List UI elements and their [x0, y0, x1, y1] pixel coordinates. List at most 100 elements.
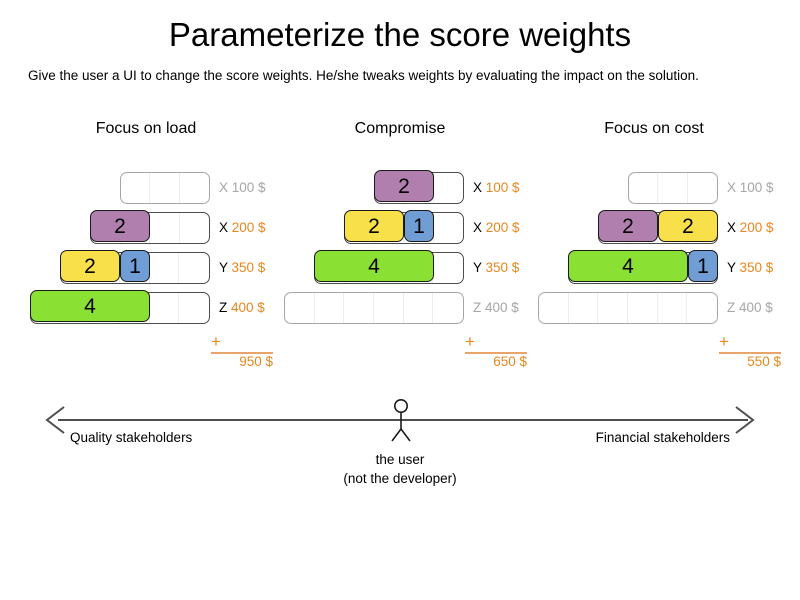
weight-slider-cell[interactable]: [658, 173, 688, 203]
row-price: 100 $: [485, 180, 520, 195]
weight-row: Z 400 $: [536, 288, 773, 328]
row-key: Z: [219, 300, 228, 315]
weight-slider-cell[interactable]: [569, 293, 599, 323]
row-key: X: [473, 220, 483, 235]
weight-segment[interactable]: 2: [60, 250, 120, 282]
row-cost-label: X 200 $: [473, 220, 520, 235]
row-key: X: [473, 180, 483, 195]
weight-segment[interactable]: 2: [344, 210, 404, 242]
weight-slider-cell[interactable]: [404, 293, 434, 323]
weight-row: X 100 $: [28, 168, 266, 208]
row-cost-label: Z 400 $: [473, 300, 519, 315]
weight-slider-track[interactable]: [628, 172, 718, 204]
weight-segment[interactable]: 1: [404, 210, 434, 242]
row-key: X: [219, 220, 229, 235]
weight-segment[interactable]: 2: [658, 210, 718, 242]
weight-slider-cell[interactable]: [433, 293, 463, 323]
weight-slider-cell[interactable]: [150, 293, 180, 323]
weight-slider-cell[interactable]: [121, 173, 151, 203]
user-figure-caption: the user (not the developer): [0, 450, 800, 488]
user-stick-figure-icon: [383, 398, 419, 444]
weight-segment[interactable]: 1: [688, 250, 718, 282]
axis-label-quality: Quality stakeholders: [70, 430, 193, 445]
weight-slider-cell[interactable]: [150, 213, 180, 243]
weight-slider-cell[interactable]: [285, 293, 315, 323]
row-price: 400 $: [485, 300, 519, 315]
row-price: 200 $: [485, 220, 520, 235]
weight-segment[interactable]: 4: [30, 290, 150, 322]
weight-row: Z 400 $: [282, 288, 519, 328]
total-cost-block: +550 $: [719, 332, 781, 369]
weight-slider-cell[interactable]: [374, 293, 404, 323]
user-caption-line-2: (not the developer): [343, 471, 457, 486]
weight-segment[interactable]: 4: [568, 250, 688, 282]
weight-slider-cell[interactable]: [539, 293, 569, 323]
axis-label-financial: Financial stakeholders: [595, 430, 730, 445]
row-key: X: [727, 220, 737, 235]
weight-slider-track[interactable]: [538, 292, 718, 324]
scenario-title: Focus on load: [95, 120, 197, 137]
row-cost-label: Z 400 $: [727, 300, 773, 315]
row-key: Y: [727, 260, 736, 275]
weight-segment[interactable]: 1: [120, 250, 150, 282]
row-price: 350 $: [739, 260, 774, 275]
weight-slider-cell[interactable]: [433, 253, 463, 283]
row-cost-label: Y 350 $: [727, 260, 773, 275]
page-subtitle: Give the user a UI to change the score w…: [28, 68, 699, 83]
row-cost-label: Z 400 $: [219, 300, 265, 315]
row-cost-label: X 200 $: [727, 220, 774, 235]
weight-slider-cell[interactable]: [150, 173, 180, 203]
weight-slider-cell[interactable]: [344, 293, 375, 323]
weight-segment[interactable]: 4: [314, 250, 434, 282]
weight-slider-cell[interactable]: [180, 213, 209, 243]
sum-plus-sign: +: [719, 332, 729, 351]
weight-row: 4 Z 400 $: [28, 288, 265, 328]
weight-slider-cell[interactable]: [598, 293, 629, 323]
total-cost-value: 950 $: [239, 354, 273, 369]
row-key: Y: [473, 260, 482, 275]
row-key: Z: [727, 300, 736, 315]
weight-slider-cell[interactable]: [179, 293, 209, 323]
weight-slider-cell[interactable]: [688, 173, 717, 203]
weight-slider-cell[interactable]: [150, 253, 180, 283]
weight-slider-cell[interactable]: [434, 173, 463, 203]
weight-slider-cell[interactable]: [434, 213, 463, 243]
weight-slider-cell[interactable]: [628, 293, 658, 323]
row-cost-label: X 200 $: [219, 220, 266, 235]
sum-rule: [465, 352, 527, 354]
row-key: Z: [473, 300, 482, 315]
total-cost-value: 550 $: [747, 354, 781, 369]
total-cost-value: 650 $: [493, 354, 527, 369]
row-price: 100 $: [231, 180, 266, 195]
row-price: 100 $: [739, 180, 774, 195]
weight-row: 2 X 200 $: [28, 208, 266, 248]
weight-segment[interactable]: 2: [90, 210, 150, 242]
weight-slider-cell[interactable]: [315, 293, 345, 323]
weight-row: 2 X 100 $: [282, 168, 520, 208]
weight-segment[interactable]: 2: [374, 170, 434, 202]
weight-slider-cell[interactable]: [687, 293, 717, 323]
weight-segment[interactable]: 2: [598, 210, 658, 242]
row-key: X: [219, 180, 229, 195]
row-cost-label: X 100 $: [219, 180, 266, 195]
stakeholder-axis-line: [58, 419, 748, 421]
row-price: 200 $: [231, 220, 266, 235]
total-cost-block: +950 $: [211, 333, 273, 369]
row-cost-label: X 100 $: [727, 180, 774, 195]
row-key: Y: [219, 260, 228, 275]
weight-row: X 100 $: [536, 168, 774, 208]
sum-rule: [211, 352, 273, 354]
weight-slider-track[interactable]: [120, 172, 210, 204]
weight-slider-cell[interactable]: [180, 173, 209, 203]
row-price: 350 $: [231, 260, 266, 275]
weight-slider-cell[interactable]: [658, 293, 688, 323]
weight-slider-cell[interactable]: [629, 173, 659, 203]
weight-slider-track[interactable]: [284, 292, 464, 324]
weight-slider-cell[interactable]: [179, 253, 209, 283]
row-cost-label: Y 350 $: [473, 260, 519, 275]
